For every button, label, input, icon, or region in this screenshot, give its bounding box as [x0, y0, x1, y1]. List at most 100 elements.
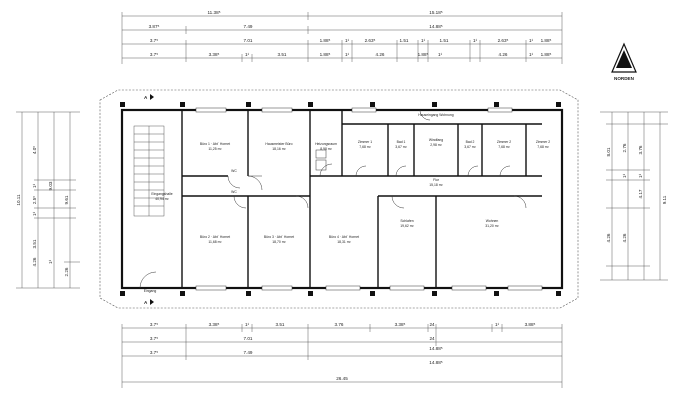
dim-top-r2-1: 3.87⁵ — [149, 24, 160, 29]
right-dimensions — [600, 111, 668, 281]
dim-left-inner-5: 2.26 — [64, 267, 69, 276]
room-bad2-area: 3,67 m² — [464, 145, 476, 149]
room-buero1-area: 11,25 m² — [208, 147, 222, 151]
room-buero1: Büro 1 · Abt´ Hornet — [200, 142, 230, 146]
dim-top-r4-6: 1¹ — [345, 52, 350, 57]
bottom-dimension-labels: 3.7⁵ 3.38⁵ 1¹ 3.51 3.76 3.38⁵ 24 1¹ 3.88… — [150, 322, 536, 381]
room-wc2: WC — [231, 190, 237, 194]
room-wohnen: Wohnen — [486, 219, 499, 223]
staircase — [133, 125, 165, 217]
dim-bottom-r3-1: 3.7⁵ — [150, 350, 158, 355]
dim-left-outer: 10.11 — [16, 194, 21, 206]
room-heizung-area: 8,98 m² — [320, 147, 332, 151]
dim-top-r2-3: 14.88⁵ — [429, 24, 442, 29]
dim-top-r3-3: 1.88⁵ — [320, 38, 331, 43]
dim-top-r4-4: 3.51 — [278, 52, 287, 57]
dim-bottom-r1-8: 1¹ — [495, 322, 500, 327]
dim-bottom-r3-2: 7.49 — [244, 350, 253, 355]
dim-top-r3-10: 2.63⁵ — [498, 38, 509, 43]
dim-left-inner-4: 1¹ — [48, 259, 53, 264]
dim-top-r1-2: 15.18⁵ — [429, 10, 442, 15]
dim-top-r3-9: 1¹ — [473, 38, 478, 43]
dim-bottom-r1-6: 3.38⁵ — [395, 322, 406, 327]
dim-bottom-r2-2: 7.01 — [244, 336, 253, 341]
dim-top-r3-1: 3.7⁵ — [150, 38, 158, 43]
dim-top-r4-2: 3.38⁵ — [209, 52, 220, 57]
room-zimmer1: Zimmer 1 — [358, 140, 372, 144]
room-windfang-area: 2,98 m² — [430, 143, 442, 147]
section-mark-top: A — [144, 95, 148, 100]
roof-outline — [99, 89, 579, 309]
dim-top-r4-7: 4.26 — [376, 52, 385, 57]
dim-top-r4-5: 1.88⁵ — [320, 52, 331, 57]
windows — [195, 107, 543, 291]
interior-walls — [181, 110, 542, 288]
dim-top-r4-8: 1.88⁵ — [418, 52, 429, 57]
section-mark-bottom: A — [144, 300, 148, 305]
left-dimension-labels: 10.11 4.0⁵ 1¹ 2.5⁵ 1¹ 3.51 9.03 9.61 4.2… — [16, 146, 69, 277]
dim-top-r3-12: 1.88⁵ — [541, 38, 552, 43]
dim-right-inner-3: 4.17 — [638, 189, 643, 198]
dim-top-r4-9: 1¹ — [438, 52, 443, 57]
dim-bottom-r2-3: 24 — [429, 336, 435, 341]
room-eingangshalle-area: 40,94 m² — [155, 197, 169, 201]
dim-top-r3-8: 1.51 — [440, 38, 449, 43]
left-dimensions — [16, 111, 80, 289]
dim-top-r1-1: 11.38⁵ — [207, 10, 220, 15]
top-dimension-labels: 11.38⁵ 15.18⁵ 3.87⁵ 7.49 14.88⁵ 3.7⁵ 7.0… — [149, 10, 552, 57]
room-buero3-area: 18,70 m² — [272, 240, 286, 244]
room-eingangshalle: Eingangshalle — [151, 192, 172, 196]
dim-top-r4-10: 4.26 — [499, 52, 508, 57]
room-bad1: Bad 1 — [397, 140, 406, 144]
room-wohnen-area: 31,20 m² — [485, 224, 499, 228]
dim-top-r4-12: 1.88⁵ — [541, 52, 552, 57]
room-bad2: Bad 2 — [466, 140, 475, 144]
dim-left-mid-4: 1¹ — [32, 211, 37, 216]
room-wc1: WC — [231, 169, 237, 173]
dim-bottom-r3-3: 14.88⁵ — [429, 360, 442, 365]
dim-right-mid-4: 4.26 — [606, 233, 611, 242]
room-flur-area: 15,18 m² — [429, 183, 443, 187]
dim-bottom-r1-2: 3.38⁵ — [209, 322, 220, 327]
room-windfang: Windfang — [429, 138, 443, 142]
dim-right-mid-3: 1¹ — [622, 173, 627, 178]
dim-left-mid-1: 4.0⁵ — [32, 146, 37, 154]
dim-right-mid-2: 2.76 — [622, 143, 627, 152]
room-buero4-area: 18,31 m² — [337, 240, 351, 244]
dim-left-inner-1: 9.03 — [48, 181, 53, 190]
dim-right-inner-1: 3.76 — [638, 145, 643, 154]
door-swings — [139, 109, 527, 289]
dim-top-r4-11: 1¹ — [529, 52, 534, 57]
room-buero3: Büro 3 · Abt´ Hornet — [264, 235, 294, 239]
dim-top-r3-2: 7.01 — [244, 38, 253, 43]
bottom-dimensions — [121, 324, 563, 388]
heating-unit — [315, 149, 327, 171]
room-buero2-area: 11,68 m² — [208, 240, 222, 244]
room-zimmer1-area: 7,68 m² — [359, 145, 371, 149]
dim-bottom-r1-5: 3.76 — [335, 322, 344, 327]
dim-top-r3-6: 1.51 — [400, 38, 409, 43]
building — [99, 89, 579, 309]
dim-right-mid-1: 8.01 — [606, 147, 611, 156]
room-flur: Flur — [433, 178, 440, 182]
dim-bottom-total: 26.45 — [336, 376, 348, 381]
dim-top-r4-1: 3.7⁵ — [150, 52, 158, 57]
dim-right-outer: 9.11 — [662, 195, 667, 204]
north-label: NORDEN — [614, 76, 635, 81]
dim-bottom-r2-1: 3.7⁵ — [150, 336, 158, 341]
room-zimmer2a: Zimmer 2 — [497, 140, 511, 144]
dim-top-r3-11: 1¹ — [529, 38, 534, 43]
dim-top-r3-7: 1¹ — [421, 38, 426, 43]
dim-left-mid-5: 3.51 — [32, 239, 37, 248]
room-buero4: Büro 4 · Abt´ Hornet — [329, 235, 359, 239]
dim-left-mid-3: 2.5⁵ — [32, 196, 37, 204]
dim-bottom-r2-4: 14.88⁵ — [429, 346, 442, 351]
room-labels: Eingangshalle 40,94 m² Büro 1 · Abt´ Hor… — [144, 113, 550, 293]
room-bad1-area: 3,67 m² — [395, 145, 407, 149]
top-dimensions — [121, 12, 563, 64]
dim-top-r3-4: 1¹ — [345, 38, 350, 43]
room-heizung: Heizungsraum — [315, 142, 337, 146]
dim-left-inner-3: 4.26 — [32, 257, 37, 266]
room-buero2: Büro 2 · Abt´ Hornet — [200, 235, 230, 239]
